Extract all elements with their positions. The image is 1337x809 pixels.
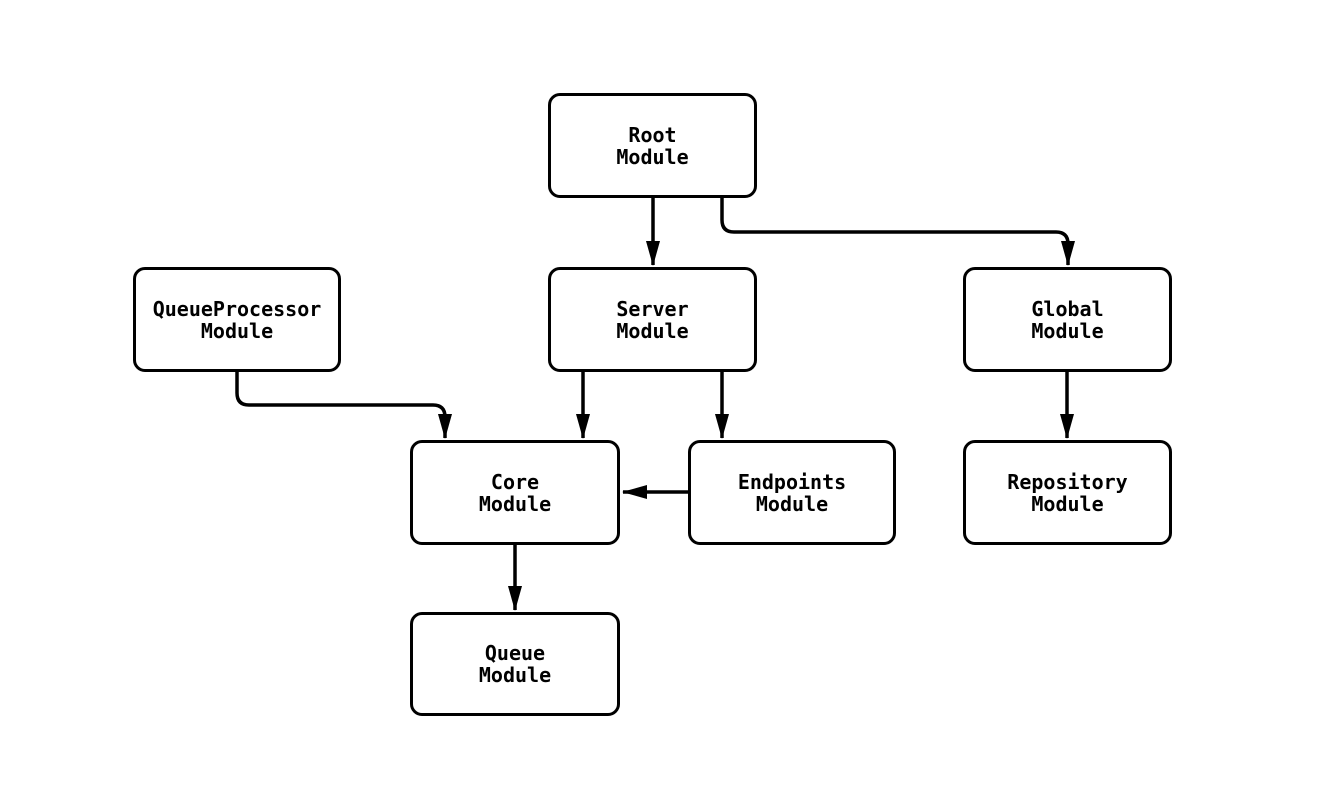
node-queue-module: Queue Module bbox=[410, 612, 620, 716]
edge-queueprocessor-to-core bbox=[235, 372, 452, 439]
node-core-label-line1: Core bbox=[490, 469, 540, 494]
node-endpoints-module: Endpoints Module bbox=[688, 440, 896, 545]
node-server-label-line2: Module bbox=[616, 318, 689, 343]
node-root-label-line2: Module bbox=[616, 144, 689, 169]
node-core-label-line2: Module bbox=[478, 491, 552, 516]
node-repository-label-line1: Repository bbox=[1007, 469, 1128, 494]
node-queueprocessor-label-line1: QueueProcessor bbox=[152, 296, 322, 321]
node-queue-label-line2: Module bbox=[478, 663, 552, 687]
node-core-module: Core Module bbox=[410, 440, 620, 545]
node-global-label-line1: Global bbox=[1031, 296, 1104, 321]
node-repository-module: Repository Module bbox=[963, 440, 1172, 545]
node-queueprocessor-label-line2: Module bbox=[200, 318, 274, 343]
node-server-label-line1: Server bbox=[616, 296, 689, 321]
node-root-label-line1: Root bbox=[628, 122, 677, 147]
node-repository-label-line2: Module bbox=[1031, 491, 1104, 516]
node-queueprocessor-module: QueueProcessor Module bbox=[133, 267, 341, 372]
node-endpoints-label-line2: Module bbox=[755, 491, 829, 516]
node-endpoints-label-line1: Endpoints bbox=[737, 469, 847, 494]
node-queue-label-line1: Queue bbox=[484, 641, 546, 665]
node-server-module: Server Module bbox=[548, 267, 757, 372]
node-root-module: Root Module bbox=[548, 93, 757, 198]
node-global-label-line2: Module bbox=[1031, 318, 1104, 343]
edge-root-to-global bbox=[720, 197, 1075, 266]
node-global-module: Global Module bbox=[963, 267, 1172, 372]
